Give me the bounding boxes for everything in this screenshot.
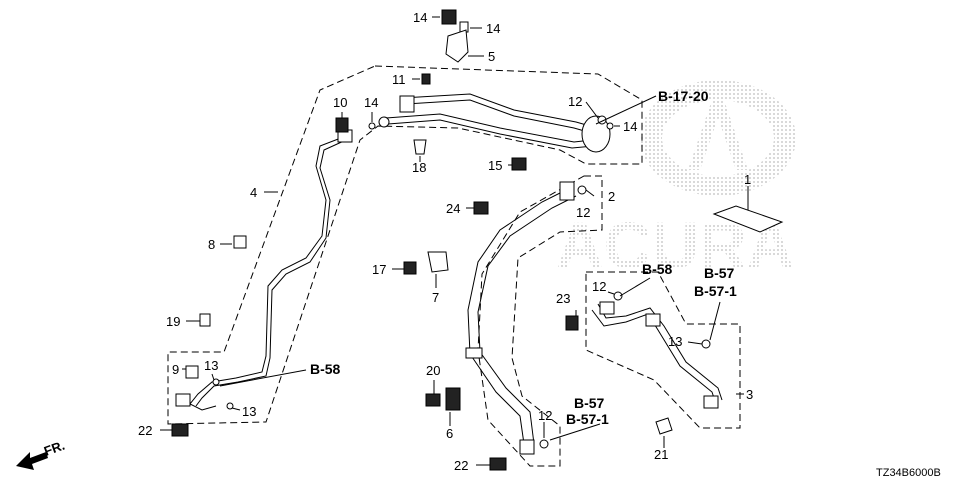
hose-2 <box>465 181 577 455</box>
front-arrow-icon <box>16 452 48 470</box>
bolt-22 <box>171 423 189 437</box>
clip-17 <box>413 139 427 155</box>
o-ring-14 <box>368 122 376 130</box>
part-label: 13 <box>242 404 256 419</box>
part-label: 8 <box>208 237 215 252</box>
part-label: 22 <box>454 458 468 473</box>
small-parts <box>171 9 711 471</box>
ref-label: B-17-20 <box>658 88 709 104</box>
o-ring-14 <box>606 122 614 130</box>
bolt-24 <box>473 201 489 215</box>
o-ring-14 <box>226 402 234 410</box>
part-label: 12 <box>568 94 582 109</box>
part-label: 11 <box>392 72 406 87</box>
nut-10 <box>335 117 349 133</box>
clip-17 <box>199 313 211 327</box>
nut-9 <box>185 365 199 379</box>
hose-sleeve <box>645 313 661 327</box>
drawing-code: TZ34B6000B <box>876 467 941 479</box>
o-ring-14 <box>212 378 220 386</box>
part-label: 14 <box>486 21 500 36</box>
nut-18 <box>425 393 441 407</box>
part-label: 15 <box>488 158 502 173</box>
part-label: 21 <box>654 447 668 462</box>
ref-label: B-57-1 <box>566 411 609 427</box>
part-label: 22 <box>138 423 152 438</box>
bracket-7 <box>427 251 449 273</box>
clip-8 <box>233 235 247 249</box>
part-label: 14 <box>364 95 378 110</box>
pipe-bracket <box>399 95 415 113</box>
part-label: 10 <box>333 95 347 110</box>
part-label: 1 <box>744 172 751 187</box>
hose-fitting <box>559 181 575 201</box>
part-label: 5 <box>488 49 495 64</box>
nut-11 <box>421 73 431 85</box>
part-label: 13 <box>668 334 682 349</box>
hose-sleeve <box>465 347 483 359</box>
pipe-end <box>378 116 390 128</box>
ref-label: B-57-1 <box>694 283 737 299</box>
pipe-fitting <box>175 393 191 407</box>
part-label: 19 <box>166 314 180 329</box>
hose-fitting <box>519 439 535 455</box>
o-ring-12 <box>539 439 549 449</box>
hose-3 <box>591 301 723 409</box>
ref-label: B-58 <box>310 361 341 377</box>
bracket-6 <box>445 387 461 411</box>
o-ring-13 <box>701 339 711 349</box>
ref-label: B-58 <box>642 261 673 277</box>
bolt-19 <box>441 9 457 25</box>
part-label: 12 <box>538 408 552 423</box>
part-label: 23 <box>556 291 570 306</box>
part-label: 9 <box>172 362 179 377</box>
pipe-top <box>378 93 611 153</box>
front-arrow: FR. <box>16 438 67 470</box>
bolt-15 <box>511 157 527 171</box>
clip-21 <box>655 417 673 435</box>
front-label: FR. <box>42 438 67 459</box>
part-label: 12 <box>576 205 590 220</box>
bolt-22 <box>489 457 507 471</box>
ref-label: B-57 <box>704 265 735 281</box>
part-label: 3 <box>746 387 753 402</box>
part-label: 17 <box>372 262 386 277</box>
part-label: 6 <box>446 426 453 441</box>
part-label: 24 <box>446 201 460 216</box>
reference-labels: B-17-20 B-58 B-58 B-57 B-57-1 B-57 B-57-… <box>310 88 737 427</box>
o-ring-12 <box>577 185 587 195</box>
part-label: 18 <box>412 160 426 175</box>
clamp-5 <box>445 29 469 63</box>
part-label: 7 <box>432 290 439 305</box>
part-label: 12 <box>592 279 606 294</box>
o-ring-13 <box>613 291 623 301</box>
part-label: 4 <box>250 185 257 200</box>
part-label: 2 <box>608 189 615 204</box>
hose-fitting <box>599 301 615 315</box>
part-label: 14 <box>413 10 427 25</box>
part-labels: 14 14 5 11 10 14 12 14 18 15 2 12 24 1 4… <box>138 10 753 473</box>
clip-16 <box>403 261 417 275</box>
part-label: 14 <box>623 119 637 134</box>
ref-label: B-57 <box>574 395 605 411</box>
label-plate <box>712 205 784 233</box>
part-label: 20 <box>426 363 440 378</box>
leader-lines <box>160 16 749 466</box>
part-label: 13 <box>204 358 218 373</box>
hose-fitting <box>703 395 719 409</box>
bolt-23 <box>565 315 579 331</box>
